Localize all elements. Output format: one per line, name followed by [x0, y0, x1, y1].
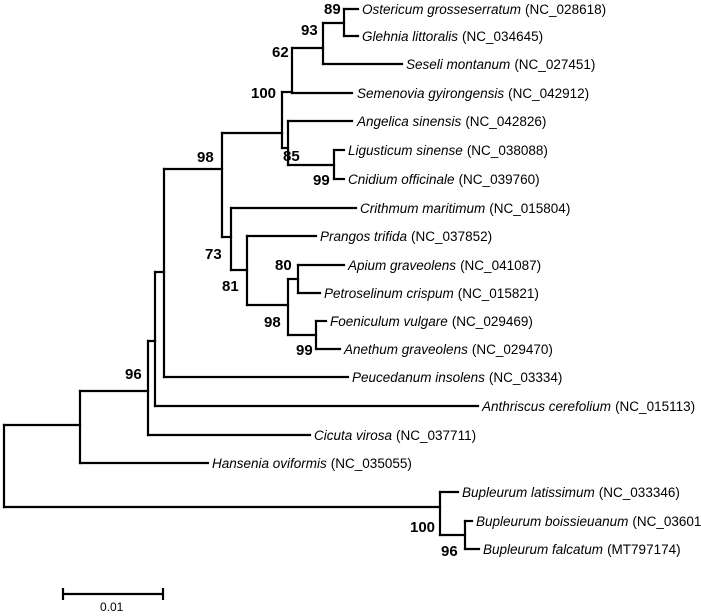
bootstrap-value: 73: [205, 246, 222, 263]
scale-bar: 0.01: [61, 588, 165, 614]
taxon-label: Anethum graveolens (NC_029470): [343, 341, 553, 358]
taxon-label: Semenovia gyirongensis (NC_042912): [357, 85, 589, 102]
bootstrap-value: 100: [251, 85, 276, 102]
bootstrap-value: 85: [283, 148, 300, 165]
bootstrap-value: 98: [197, 149, 214, 166]
taxon-label: Glehnia littoralis (NC_034645): [362, 28, 543, 45]
taxon-label: Cnidium officinale (NC_039760): [348, 171, 540, 188]
taxon-label: Anthriscus cerefolium (NC_015113): [481, 398, 695, 415]
taxon-label: Ostericum grosseserratum (NC_028618): [362, 1, 606, 18]
taxon-label: Foeniculum vulgare (NC_029469): [330, 313, 533, 330]
taxon-label: Angelica sinensis (NC_042826): [356, 113, 546, 130]
bootstrap-value: 96: [125, 366, 142, 383]
taxon-label: Seseli montanum (NC_027451): [406, 56, 595, 73]
taxon-label: Hansenia oviformis (NC_035055): [212, 455, 412, 472]
taxon-label: Cicuta virosa (NC_037711): [314, 427, 476, 444]
taxon-labels: Ostericum grosseserratum (NC_028618) Gle…: [212, 1, 701, 558]
bootstrap-value: 80: [275, 257, 292, 274]
bootstrap-value: 98: [264, 314, 281, 331]
taxon-label: Peucedanum insolens (NC_03334): [352, 369, 562, 386]
bootstrap-value: 62: [272, 44, 289, 61]
bootstrap-value: 100: [410, 519, 435, 536]
scale-bar-label: 0.01: [100, 600, 124, 614]
taxon-label: Petroselinum crispum (NC_015821): [324, 285, 539, 302]
taxon-label: Bupleurum boissieuanum (NC_036017): [476, 513, 701, 530]
bootstrap-value: 93: [301, 22, 318, 39]
bootstrap-value: 96: [441, 543, 458, 560]
taxon-label: Crithmum maritimum (NC_015804): [360, 200, 570, 217]
taxon-label: Bupleurum falcatum (MT797174): [483, 541, 681, 558]
taxon-label: Bupleurum latissimum (NC_033346): [462, 484, 680, 501]
bootstrap-value: 89: [324, 1, 341, 18]
bootstrap-values: 89 93 62 100 85 99 98 73 81 80 98 99 96 …: [125, 1, 458, 560]
bootstrap-value: 99: [296, 342, 313, 359]
bootstrap-value: 99: [313, 172, 330, 189]
taxon-label: Ligusticum sinense (NC_038088): [348, 142, 548, 159]
taxon-label: Apium graveolens (NC_041087): [347, 257, 541, 274]
tree-branches: [2, 7, 481, 551]
taxon-label: Prangos trifida (NC_037852): [320, 228, 492, 245]
bootstrap-value: 81: [222, 278, 239, 295]
